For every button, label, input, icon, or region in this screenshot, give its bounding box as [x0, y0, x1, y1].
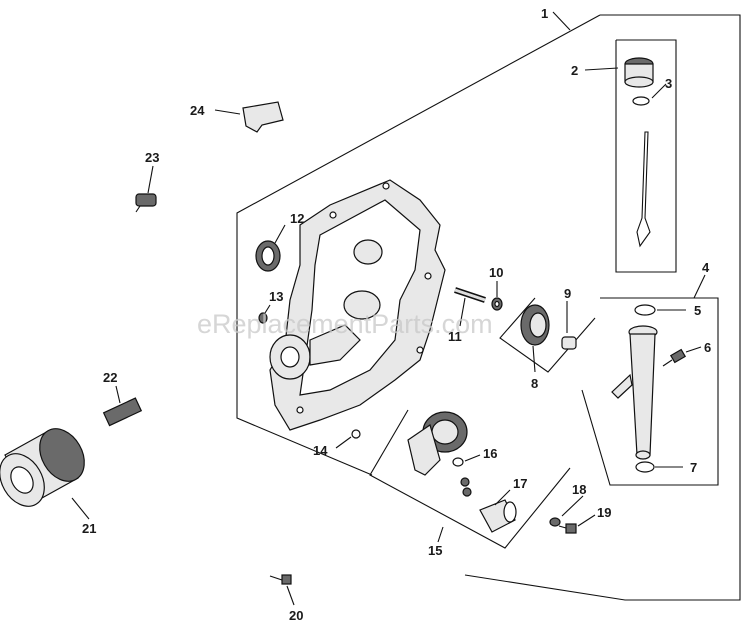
- callout-19: 19: [597, 505, 611, 520]
- callout-3: 3: [665, 76, 672, 91]
- washer-part-10: [491, 297, 503, 311]
- closure-plate: [269, 179, 446, 431]
- callout-8: 8: [531, 376, 538, 391]
- oil-fill-tube-bracket: [581, 297, 719, 486]
- nipple-part-22: [102, 397, 143, 427]
- callout-1: 1: [541, 6, 548, 21]
- callout-20: 20: [289, 608, 303, 623]
- screw-part-19: [558, 523, 577, 534]
- leader-lines: [71, 11, 706, 606]
- washer-part-18: [549, 517, 561, 527]
- callout-5: 5: [694, 303, 701, 318]
- callout-6: 6: [704, 340, 711, 355]
- callout-10: 10: [489, 265, 503, 280]
- oil-pressure-switch-part-23: [135, 193, 157, 213]
- assembly-bracket-1: [236, 14, 741, 601]
- callout-16: 16: [483, 446, 497, 461]
- o-ring-part-14: [351, 429, 361, 439]
- callout-15: 15: [428, 543, 442, 558]
- callout-9: 9: [564, 286, 571, 301]
- callout-11: 11: [448, 329, 462, 344]
- callout-17: 17: [513, 476, 527, 491]
- callout-13: 13: [269, 289, 283, 304]
- callout-4: 4: [702, 260, 710, 275]
- governor-gear-part-8: [520, 304, 550, 346]
- shaft-part-9: [561, 336, 577, 350]
- o-ring-part-3: [632, 96, 650, 106]
- callout-24: 24: [190, 103, 205, 118]
- o-ring-part-16: [452, 457, 464, 467]
- callout-numbers: 1 2 3 4 5 6 7 8 9 10 11 12 13 14 15 16 1…: [82, 6, 711, 623]
- watermark-text: eReplacementParts.com: [197, 309, 493, 339]
- callout-7: 7: [690, 460, 697, 475]
- o-ring-part-7: [635, 461, 655, 473]
- callout-14: 14: [313, 443, 328, 458]
- dipstick-group-bracket: [615, 39, 677, 273]
- dipstick-blade: [636, 131, 651, 248]
- callout-18: 18: [572, 482, 586, 497]
- callout-22: 22: [103, 370, 117, 385]
- plug-part-13: [258, 312, 268, 324]
- oil-filter-part-21: [0, 428, 85, 507]
- oil-pump-bracket: [369, 409, 571, 549]
- oil-seal-part-12: [255, 240, 281, 272]
- screw-part-6: [662, 348, 687, 367]
- oil-pump-housing: [407, 411, 468, 476]
- pin-part-11: [454, 287, 486, 303]
- screw-part-20: [269, 574, 292, 585]
- callout-21: 21: [82, 521, 96, 536]
- relief-valve-part-17: [460, 477, 517, 533]
- callout-23: 23: [145, 150, 159, 165]
- bracket-part-24: [242, 101, 284, 133]
- oil-fill-tube: [611, 325, 658, 460]
- o-ring-part-5: [634, 304, 656, 316]
- dipstick-cap-part-2: [624, 57, 654, 88]
- callout-2: 2: [571, 63, 578, 78]
- callout-12: 12: [290, 211, 304, 226]
